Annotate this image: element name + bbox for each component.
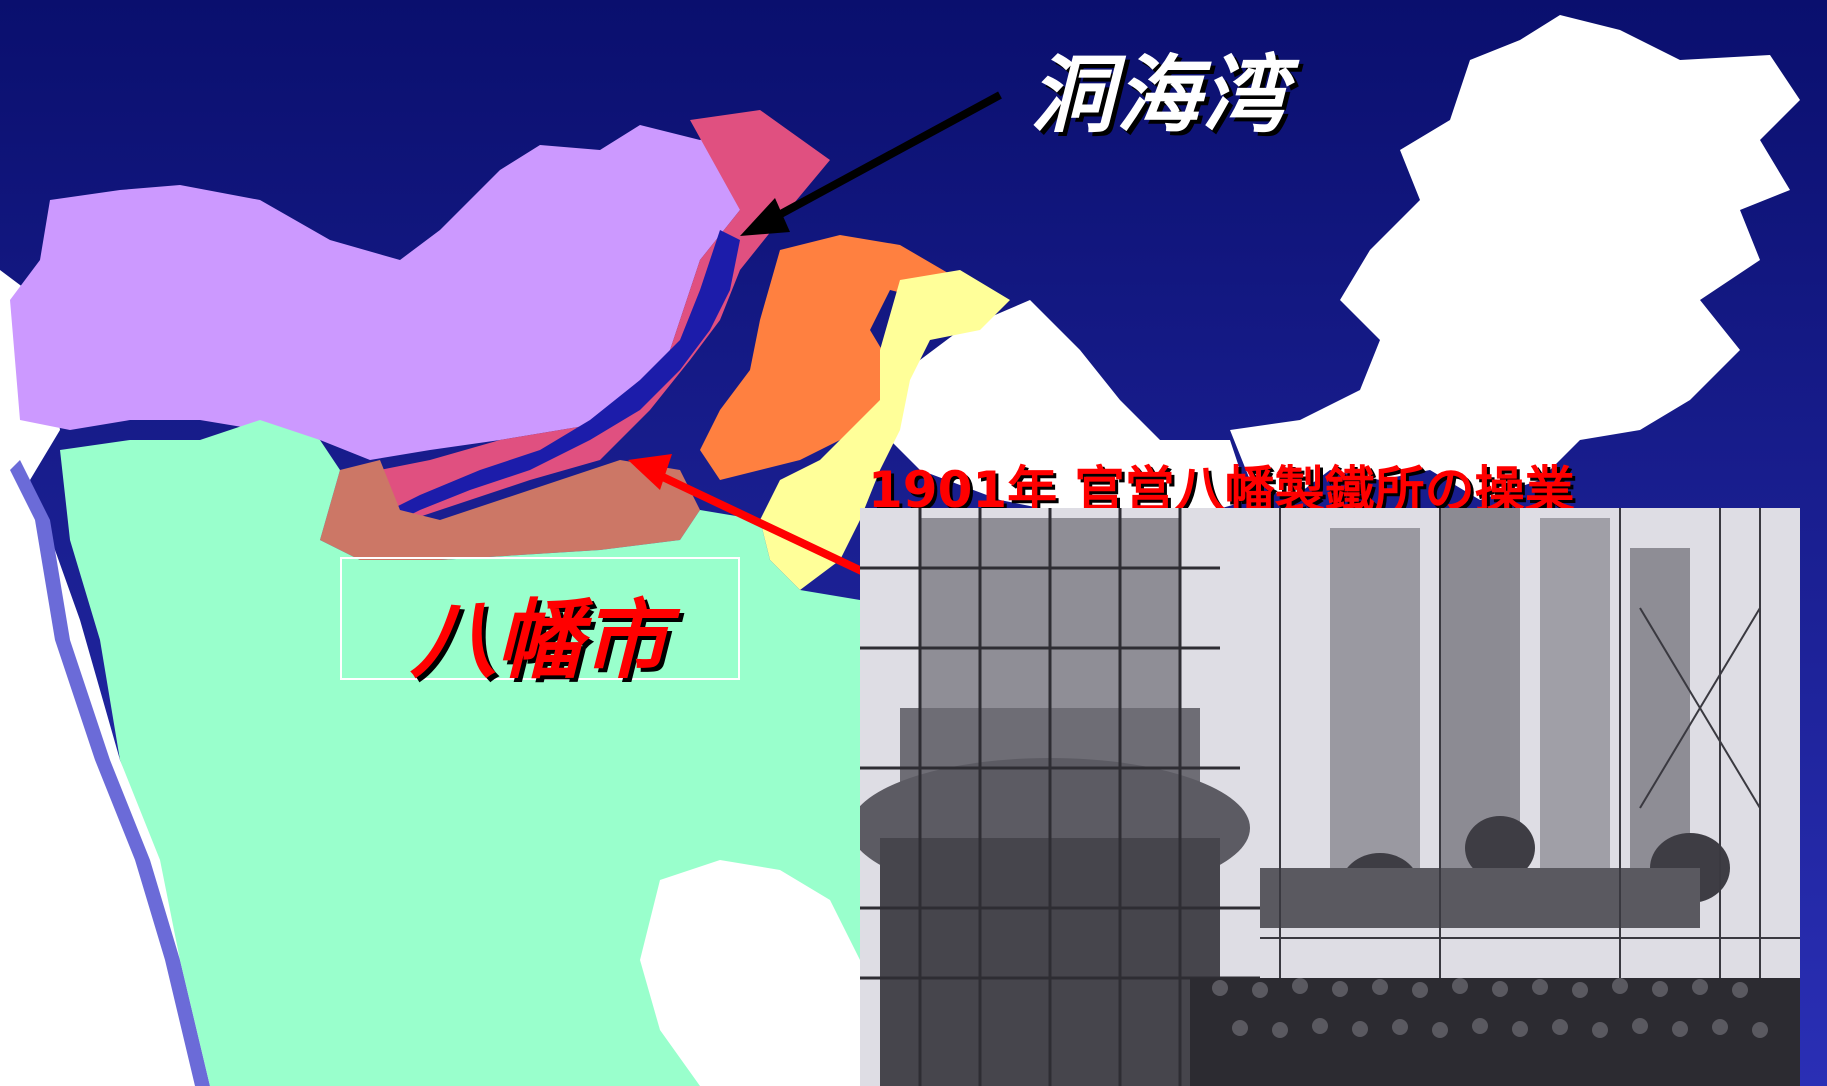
region-bay-north bbox=[370, 110, 830, 520]
arrow-icon bbox=[740, 198, 790, 236]
ironworks-photo bbox=[860, 508, 1800, 1086]
arrow-icon bbox=[753, 91, 1002, 232]
coast-shadow-west bbox=[10, 460, 210, 1086]
arrow-icon bbox=[646, 466, 872, 579]
region-tobata bbox=[700, 235, 960, 480]
bay-label: 洞海湾 bbox=[1030, 46, 1289, 144]
region-wakamatsu bbox=[10, 120, 760, 460]
region-kokura bbox=[760, 270, 1010, 590]
land-inland-white bbox=[640, 860, 860, 1086]
region-south-shore bbox=[320, 460, 700, 560]
land-west bbox=[0, 270, 230, 1086]
arrow-icon bbox=[628, 454, 672, 490]
city-label: 八幡市 bbox=[410, 591, 668, 691]
city-label-box bbox=[340, 557, 740, 680]
land-east bbox=[880, 300, 1250, 520]
dokai-bay-water bbox=[370, 230, 740, 525]
land-northeast bbox=[1230, 15, 1800, 500]
